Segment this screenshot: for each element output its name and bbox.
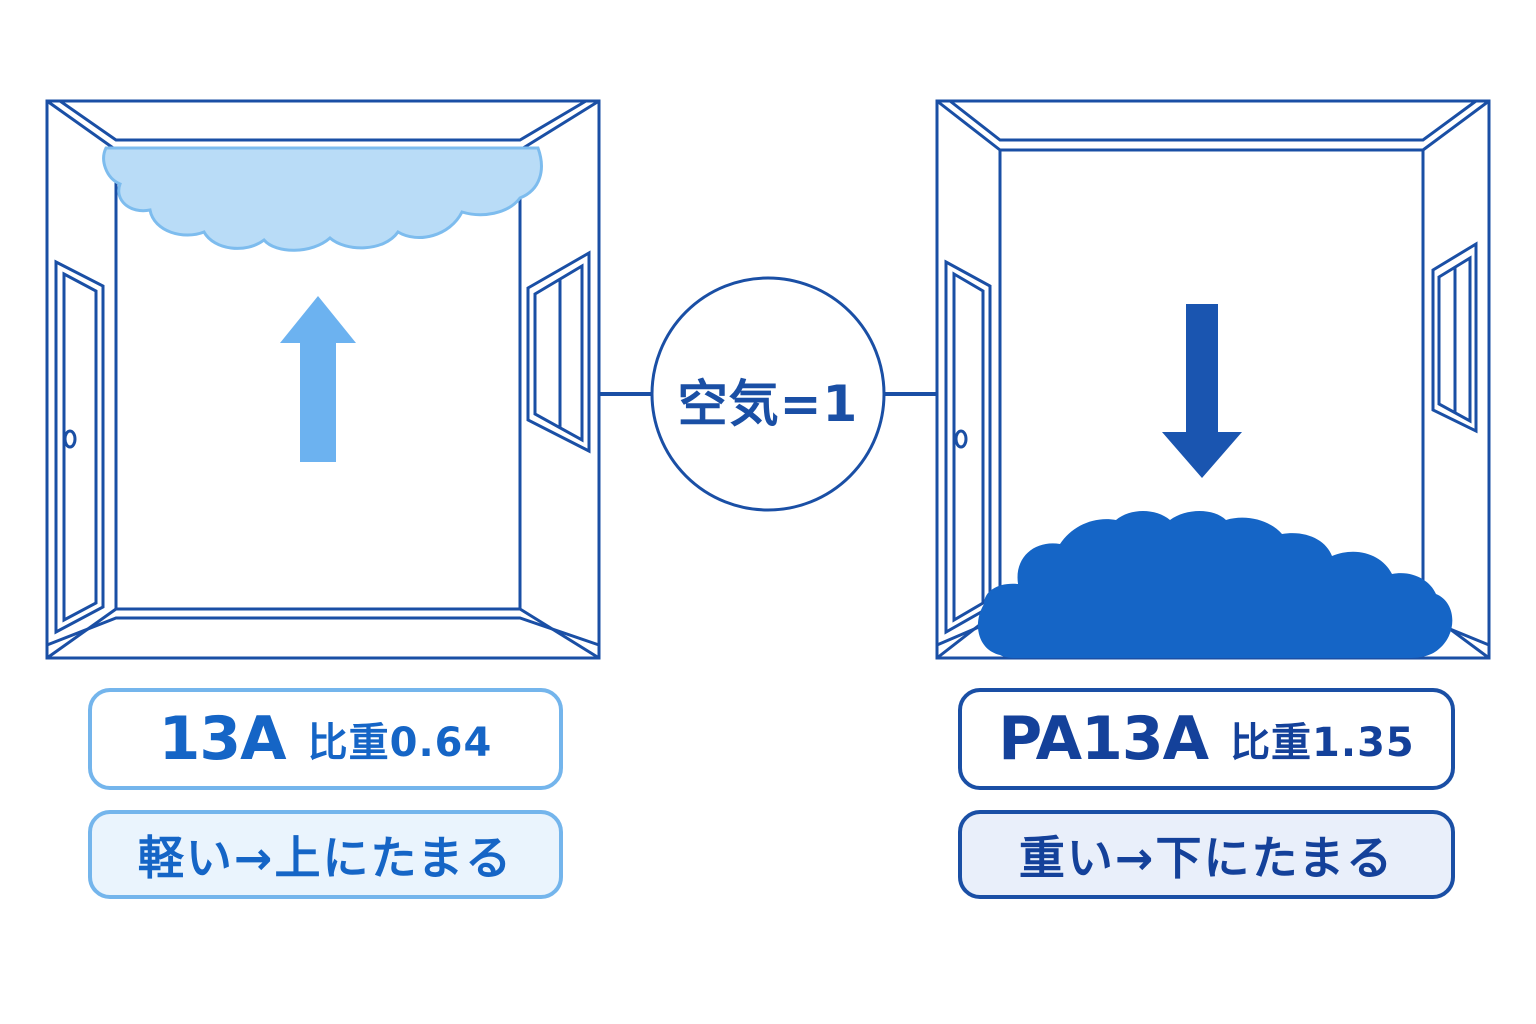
room-left-corner-br <box>519 607 600 660</box>
door-left-icon <box>54 259 105 635</box>
right-gas-name: PA13A <box>998 704 1209 774</box>
air-reference-label: 空気=1 <box>677 375 859 433</box>
door-right-icon <box>944 259 992 635</box>
room-left-floor-edge <box>46 616 600 647</box>
room-left-ceiling-edge <box>59 99 587 142</box>
room-left-outer-frame <box>45 99 601 660</box>
left-gas-name-box: 13A 比重0.64 <box>88 688 563 790</box>
right-gas-name-box: PA13A 比重1.35 <box>958 688 1455 790</box>
right-specific-gravity: 比重1.35 <box>1230 720 1415 766</box>
room-right-ceiling-edge <box>949 99 1477 142</box>
room-right-corner-tl <box>936 99 1001 152</box>
left-specific-gravity: 比重0.64 <box>307 720 493 766</box>
room-left-corner-tr <box>519 99 600 152</box>
gas-cloud-floor <box>977 511 1453 658</box>
arrow-down-icon <box>1162 304 1242 478</box>
right-behavior-box: 重い→下にたまる <box>958 810 1455 899</box>
window-left-icon <box>526 250 591 454</box>
room-right-corner-tr <box>1422 99 1490 152</box>
left-behavior-text: 軽い→上にたまる <box>137 830 514 885</box>
arrow-up-icon <box>280 296 356 462</box>
window-right-icon <box>1431 241 1478 434</box>
left-gas-name: 13A <box>158 704 287 774</box>
gas-cloud-ceiling <box>102 146 543 252</box>
room-left-corner-bl <box>46 607 117 660</box>
room-left-corner-tl <box>46 99 117 152</box>
left-behavior-box: 軽い→上にたまる <box>88 810 563 899</box>
air-reference-circle <box>650 276 886 512</box>
right-behavior-text: 重い→下にたまる <box>1018 830 1395 885</box>
